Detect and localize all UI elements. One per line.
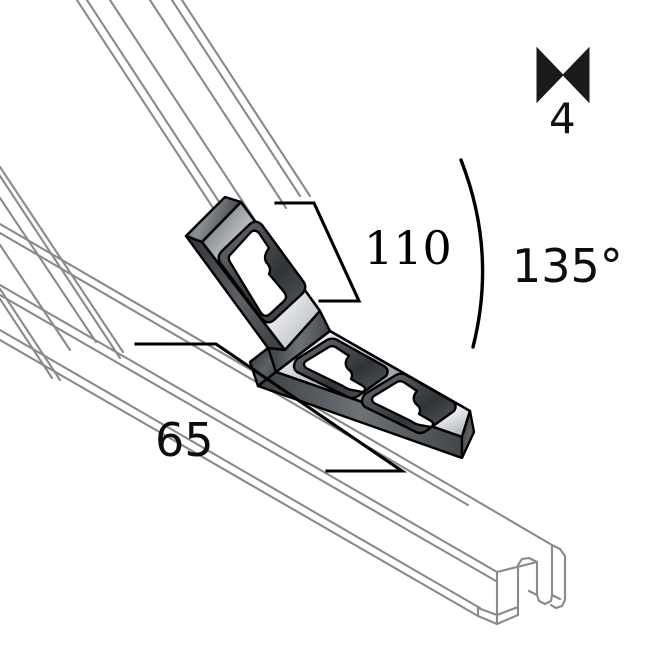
thickness-label-4: 4 — [549, 94, 576, 143]
dimension-label-110: 110 — [364, 221, 452, 275]
lower-leg-slot-1-opening — [302, 345, 367, 394]
lower-leg-slot-2-opening — [370, 380, 435, 429]
angle-arc-135 — [459, 158, 485, 349]
upper-leg-slot-opening — [227, 229, 288, 317]
angle-bracket — [184, 195, 476, 460]
dimension-leader-110 — [274, 201, 362, 303]
strut-channel-lower — [0, 222, 567, 626]
strut-channel-upper — [0, 0, 312, 382]
lower-leg-end-cap — [460, 409, 476, 460]
thickness-bowtie-symbol — [536, 46, 590, 104]
dimension-label-135: 135° — [512, 239, 623, 293]
dimension-leader-65 — [134, 342, 408, 473]
dimension-label-65: 65 — [155, 413, 214, 467]
